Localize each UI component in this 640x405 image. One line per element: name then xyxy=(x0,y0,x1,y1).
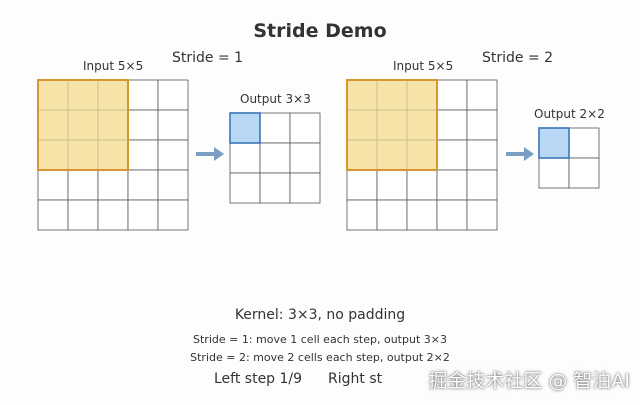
input-cell-left xyxy=(157,169,189,201)
input-cell-right xyxy=(436,109,468,141)
input-cell-right xyxy=(436,169,468,201)
input-cell-left xyxy=(67,139,99,171)
output-cell-left xyxy=(289,172,321,204)
input-cell-left xyxy=(157,139,189,171)
input-cell-right xyxy=(406,169,438,201)
input-caption-right: Input 5×5 xyxy=(393,59,454,73)
input-cell-left xyxy=(37,139,69,171)
input-cell-right xyxy=(436,199,468,231)
input-cell-left xyxy=(67,199,99,231)
input-cell-left xyxy=(157,199,189,231)
output-cell-left xyxy=(229,142,261,174)
stride-label-left: Stride = 1 xyxy=(172,50,244,66)
input-cell-right xyxy=(436,79,468,111)
output-cell-left xyxy=(259,172,291,204)
active-output-cell-right xyxy=(538,127,570,159)
input-cell-right xyxy=(466,79,498,111)
input-cell-right xyxy=(346,169,378,201)
input-cell-left xyxy=(67,79,99,111)
output-cell-left xyxy=(289,142,321,174)
input-cell-left xyxy=(97,139,129,171)
input-cell-left xyxy=(127,109,159,141)
input-cell-left xyxy=(127,139,159,171)
kernel-note: Kernel: 3×3, no padding xyxy=(234,307,406,323)
input-cell-right xyxy=(466,199,498,231)
input-caption-left: Input 5×5 xyxy=(83,59,144,73)
input-cell-right xyxy=(466,139,498,171)
output-cell-left xyxy=(259,142,291,174)
active-output-cell-left xyxy=(229,112,261,144)
input-cell-right xyxy=(376,139,408,171)
output-cell-left xyxy=(229,172,261,204)
output-cell-right xyxy=(568,127,600,159)
output-cell-right xyxy=(568,157,600,189)
input-cell-right xyxy=(466,169,498,201)
input-cell-left xyxy=(37,109,69,141)
input-cell-right xyxy=(406,139,438,171)
input-cell-right xyxy=(346,199,378,231)
input-cell-right xyxy=(406,79,438,111)
arrow-head-left xyxy=(214,147,224,161)
input-cell-right xyxy=(346,139,378,171)
stride-label-right: Stride = 2 xyxy=(482,50,554,66)
right-step-counter: Right st xyxy=(328,371,383,387)
input-cell-right xyxy=(406,109,438,141)
output-cell-left xyxy=(259,112,291,144)
input-cell-left xyxy=(37,169,69,201)
input-cell-left xyxy=(97,199,129,231)
input-cell-right xyxy=(376,169,408,201)
page-title: Stride Demo xyxy=(253,20,387,42)
input-cell-left xyxy=(97,169,129,201)
kernel-window-right xyxy=(346,79,438,171)
input-cell-left xyxy=(127,79,159,111)
input-cell-right xyxy=(466,109,498,141)
output-cell-left xyxy=(229,112,261,144)
input-cell-right xyxy=(346,109,378,141)
stride-note-1: Stride = 1: move 1 cell each step, outpu… xyxy=(193,333,447,346)
input-cell-right xyxy=(376,109,408,141)
stride-note-2: Stride = 2: move 2 cells each step, outp… xyxy=(190,351,450,364)
input-cell-right xyxy=(376,79,408,111)
input-cell-right xyxy=(346,79,378,111)
input-cell-left xyxy=(157,109,189,141)
output-cell-left xyxy=(289,112,321,144)
input-cell-left xyxy=(67,109,99,141)
input-cell-left xyxy=(97,109,129,141)
input-cell-left xyxy=(67,169,99,201)
watermark: 掘金技术社区 @ 智泊AI xyxy=(428,370,630,392)
input-cell-left xyxy=(97,79,129,111)
output-caption-left: Output 3×3 xyxy=(240,92,311,106)
output-cell-right xyxy=(538,157,570,189)
output-caption-right: Output 2×2 xyxy=(534,107,605,121)
left-step-counter: Left step 1/9 xyxy=(214,371,303,387)
output-cell-right xyxy=(538,127,570,159)
arrow-head-right xyxy=(524,147,534,161)
input-cell-left xyxy=(37,199,69,231)
input-cell-right xyxy=(436,139,468,171)
input-cell-left xyxy=(37,79,69,111)
input-cell-left xyxy=(127,199,159,231)
input-cell-right xyxy=(406,199,438,231)
input-cell-left xyxy=(127,169,159,201)
kernel-window-left xyxy=(37,79,129,171)
input-cell-left xyxy=(157,79,189,111)
input-cell-right xyxy=(376,199,408,231)
